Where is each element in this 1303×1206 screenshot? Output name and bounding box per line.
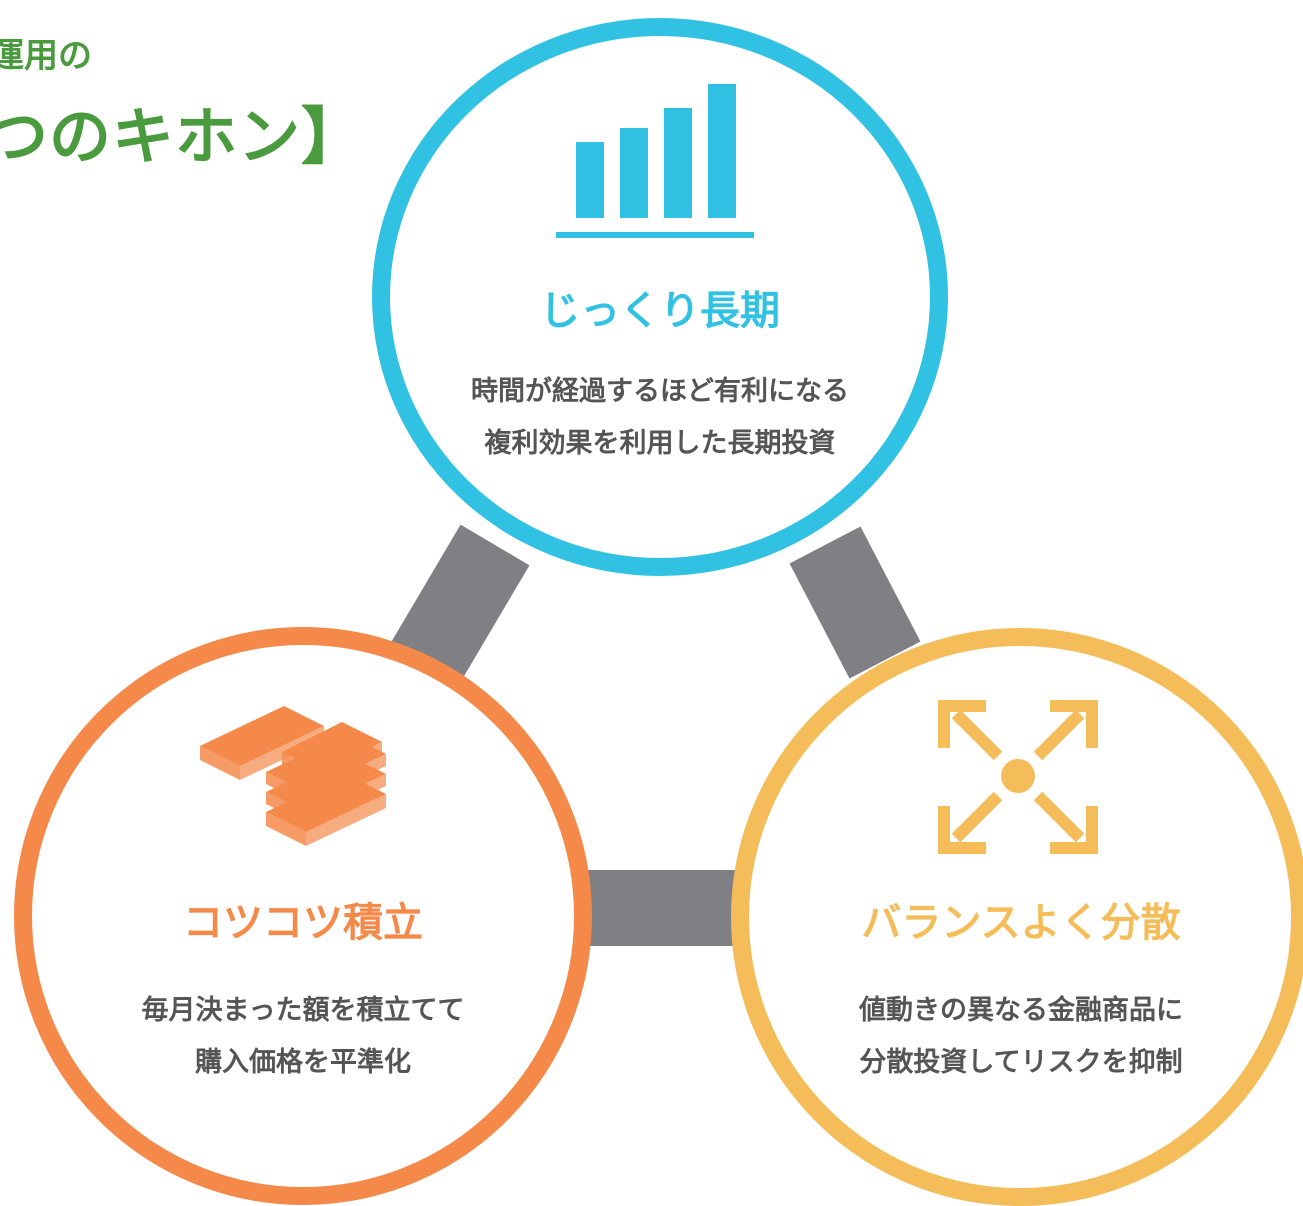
title-line1: 運用の — [0, 36, 92, 76]
node-long-term-description: 時間が経過するほど有利になる 複利効果を利用した長期投資 — [410, 366, 910, 470]
stacked-coins-icon — [200, 706, 386, 846]
node-diversify-line1: 値動きの異なる金融商品に — [859, 995, 1183, 1026]
bar-chart-icon — [556, 84, 754, 238]
title-line2: つのキホン】 — [0, 100, 365, 173]
node-long-term-heading: じっくり長期 — [540, 288, 780, 334]
node-diversify-line2: 分散投資してリスクを抑制 — [859, 1047, 1183, 1078]
node-savings-line1: 毎月決まった額を積立てて — [141, 995, 465, 1026]
node-savings-description: 毎月決まった額を積立てて 購入価格を平準化 — [53, 985, 553, 1089]
node-long-term-line2: 複利効果を利用した長期投資 — [484, 428, 836, 459]
node-savings-heading: コツコツ積立 — [183, 900, 423, 946]
connector-long-term-savings — [385, 524, 530, 693]
expand-arrows-icon — [938, 700, 1098, 854]
node-long-term-line1: 時間が経過するほど有利になる — [471, 376, 849, 407]
node-diversify-description: 値動きの異なる金融商品に 分散投資してリスクを抑制 — [771, 985, 1271, 1089]
connector-long-term-diversify — [789, 526, 921, 679]
node-diversify-heading: バランスよく分散 — [861, 900, 1181, 946]
node-savings-line2: 購入価格を平準化 — [195, 1047, 411, 1078]
